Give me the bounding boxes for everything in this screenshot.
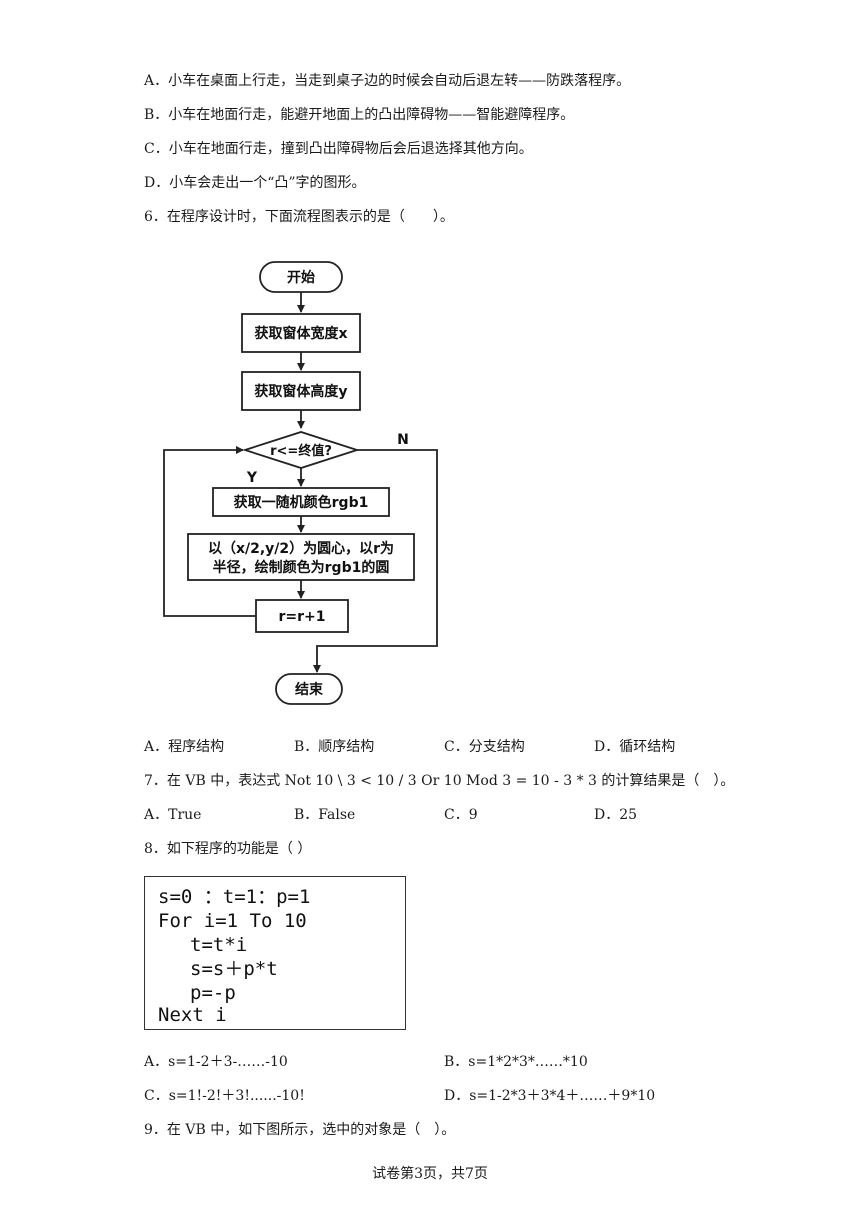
q6-option-d: D．循环结构: [594, 739, 676, 755]
q8-option-c: C．s=1!-2!＋3!......-10!: [144, 1088, 305, 1104]
flow-step-increment: [255, 599, 349, 633]
flow-no-label: N: [397, 432, 409, 448]
code-line-2: For i=1 To 10: [158, 910, 307, 932]
flow-step-increment-label: r=r+1: [278, 609, 325, 625]
flow-decision-label: r<=终值?: [270, 443, 332, 459]
q7-option-d: D．25: [594, 807, 638, 823]
flow-end-label: 结束: [295, 681, 324, 698]
code-line-1: s=0 ：t=1：p=1: [158, 886, 311, 908]
code-line-4: s=s＋p*t: [190, 958, 278, 980]
q5-option-c: C．小车在地面行走，撞到凸出障碍物后会后退选择其他方向。: [144, 141, 533, 157]
flow-step-width-label: 获取窗体宽度x: [254, 325, 347, 342]
q7-option-c: C．9: [444, 807, 478, 823]
q6-option-c: C．分支结构: [444, 739, 525, 755]
code-line-3: t=t*i: [190, 934, 248, 956]
q5-option-d: D．小车会走出一个“凸”字的图形。: [144, 175, 366, 191]
flow-end-terminal: [275, 673, 343, 705]
q5-option-a: A．小车在桌面上行走，当走到桌子边的时候会自动后退左转——防跌落程序。: [144, 73, 631, 89]
flowchart: 开始 获取窗体宽度x 获取窗体高度y r<=终值? Y N 获取一随机颜色rgb…: [163, 261, 438, 705]
code-line-5: p=-p: [190, 982, 236, 1004]
q8-option-a: A．s=1-2＋3-……-10: [144, 1054, 288, 1070]
q7-option-b: B．False: [294, 807, 356, 823]
q8-stem: 8．如下程序的功能是（ ）: [144, 841, 312, 857]
flow-step-draw-label-2: 半径，绘制颜色为rgb1的圆: [213, 559, 390, 576]
code-line-6: Next i: [158, 1004, 227, 1026]
q8-option-d: D．s=1-2*3＋3*4＋……＋9*10: [444, 1088, 656, 1104]
flow-yes-label: Y: [246, 470, 258, 486]
q7-stem: 7．在 VB 中，表达式 Not 10 \ 3 < 10 / 3 Or 10 M…: [144, 773, 735, 789]
flow-step-color-label: 获取一随机颜色rgb1: [234, 494, 369, 511]
flow-step-height-label: 获取窗体高度y: [254, 383, 347, 400]
flow-step-color: [212, 487, 390, 517]
q6-option-a: A．程序结构: [144, 739, 225, 755]
q5-option-b: B．小车在地面行走，能避开地面上的凸出障碍物——智能避障程序。: [144, 107, 575, 123]
q8-option-b: B．s=1*2*3*……*10: [444, 1054, 588, 1070]
page-footer: 试卷第3页，共7页: [372, 1166, 488, 1182]
q6-stem: 6．在程序设计时，下面流程图表示的是（ ）。: [144, 209, 454, 225]
q7-option-a: A．True: [144, 807, 202, 823]
flow-start-label: 开始: [287, 269, 315, 286]
flow-step-width: [241, 313, 361, 353]
q9-stem: 9．在 VB 中，如下图所示，选中的对象是（ ）。: [144, 1122, 456, 1138]
code-box: s=0 ：t=1：p=1 For i=1 To 10 t=t*i s=s＋p*t…: [144, 876, 406, 1030]
flow-step-draw-label-1: 以（x/2,y/2）为圆心，以r为: [208, 540, 394, 557]
q6-option-b: B．顺序结构: [294, 739, 375, 755]
